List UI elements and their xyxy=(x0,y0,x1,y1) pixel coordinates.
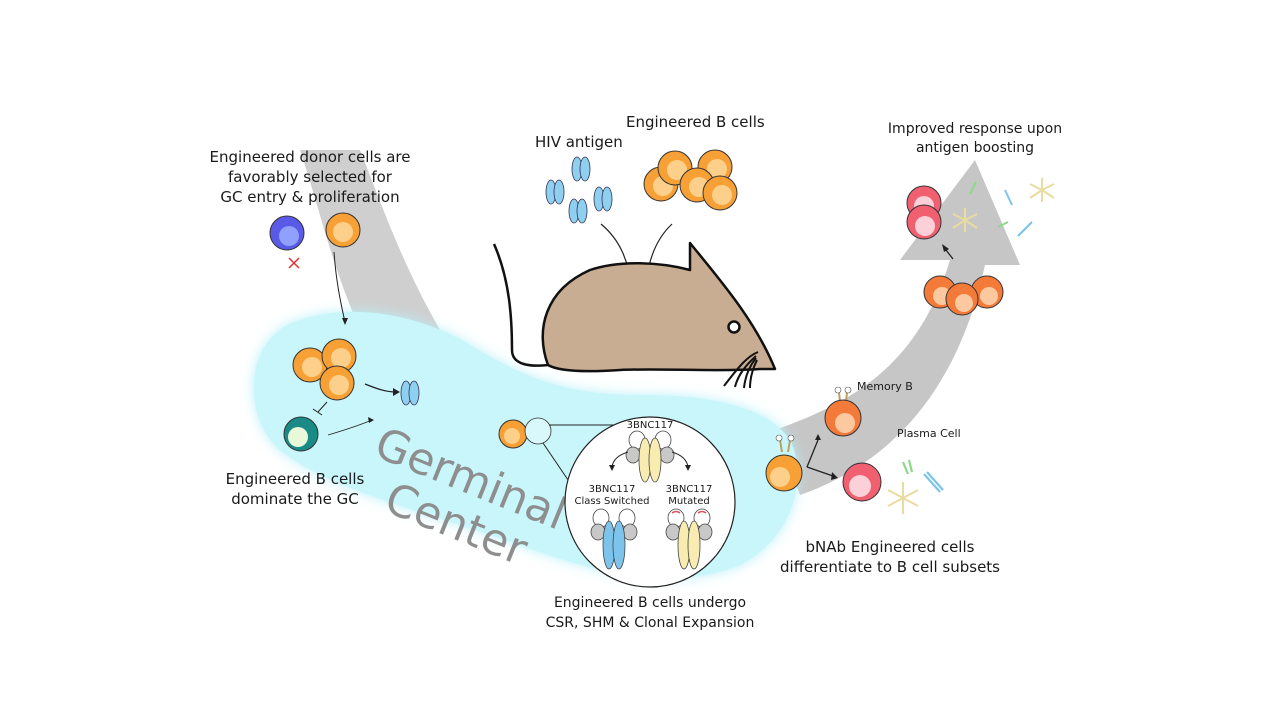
donor-selection-label-1: Engineered donor cells are xyxy=(210,148,411,166)
engineered-b-cells-label: Engineered B cells xyxy=(626,113,765,131)
dominate-gc-label-2: dominate the GC xyxy=(231,490,359,508)
to-plasma-arrowhead xyxy=(831,472,838,480)
gc-b-cell xyxy=(498,419,528,449)
shm-arrowhead xyxy=(685,465,691,471)
differentiate-label-2: differentiate to B cell subsets xyxy=(780,558,1000,576)
mouse-tail xyxy=(492,243,549,367)
antigen-icon xyxy=(571,156,591,182)
to-plasma-arrow xyxy=(806,466,834,477)
donor-selection-label-3: GC entry & proliferation xyxy=(220,188,399,206)
boost-plasma-cells xyxy=(906,185,942,240)
boost-antibodies xyxy=(952,178,1055,237)
csr-arrowhead xyxy=(609,465,615,471)
antibody-top-label: 3BNC117 xyxy=(627,420,674,431)
class-switched-antibody-icon xyxy=(590,508,638,570)
tfh-help-arrowhead xyxy=(368,417,374,423)
mouse-eye xyxy=(727,320,741,334)
plasma-cell xyxy=(842,462,882,502)
inhibition-line xyxy=(317,401,328,413)
wildtype-b-cell xyxy=(269,215,305,251)
csr-shm-label-1: Engineered B cells undergo xyxy=(554,595,746,611)
plasma-cell-label: Plasma Cell xyxy=(897,427,961,440)
boost-arrow xyxy=(945,249,954,260)
antigen-icon xyxy=(545,179,565,205)
mouse-body xyxy=(541,241,777,373)
cluster-to-antigen-arrowhead xyxy=(393,388,400,396)
donor-engineered-cell xyxy=(325,212,361,248)
to-memory-arrowhead xyxy=(815,434,821,440)
hiv-antigen-cluster xyxy=(545,156,613,224)
gc-antigen-icon xyxy=(400,380,420,406)
entry-arrowhead xyxy=(342,318,348,325)
antigen-icon xyxy=(593,186,613,212)
mouse-illustration xyxy=(492,241,777,389)
zoom-lens-small xyxy=(524,417,552,445)
antigen-icon xyxy=(568,198,588,224)
donor-selection-label-2: favorably selected for xyxy=(228,168,393,186)
gc-engineered-cluster xyxy=(292,338,357,401)
dominate-gc-label-1: Engineered B cells xyxy=(226,470,365,488)
mutated-label-2: Mutated xyxy=(668,496,709,507)
mouse-whiskers xyxy=(723,351,759,389)
mutated-antibody-icon xyxy=(665,508,713,570)
gc-exit-b-cell xyxy=(765,434,803,492)
to-memory-arrow xyxy=(806,439,819,468)
secreted-antibodies xyxy=(887,459,944,514)
boosting-label-1: Improved response upon xyxy=(888,121,1062,137)
inhibition-bar xyxy=(312,408,323,416)
engineered-b-cell-cluster xyxy=(643,149,738,211)
memory-b-cell xyxy=(824,386,862,437)
right-arrow-band xyxy=(775,160,1020,495)
memory-b-label: Memory B xyxy=(857,380,913,393)
csr-shm-label-2: CSR, SHM & Clonal Expansion xyxy=(546,615,755,631)
reject-x-icon xyxy=(288,257,300,269)
entry-arrow xyxy=(333,251,346,323)
hiv-antigen-label: HIV antigen xyxy=(535,133,623,151)
antibody-3bnc117-icon xyxy=(625,430,675,483)
boosting-label-2: antigen boosting xyxy=(916,140,1034,156)
boost-memory-cells xyxy=(923,275,1004,316)
tfh-cell xyxy=(283,416,319,452)
left-arrow-band xyxy=(300,150,440,330)
differentiate-label-1: bNAb Engineered cells xyxy=(806,538,975,556)
mutated-label-1: 3BNC117 xyxy=(666,484,713,495)
boost-arrowhead xyxy=(942,244,949,252)
class-switched-label-2: Class Switched xyxy=(574,496,649,507)
class-switched-label-1: 3BNC117 xyxy=(589,484,636,495)
